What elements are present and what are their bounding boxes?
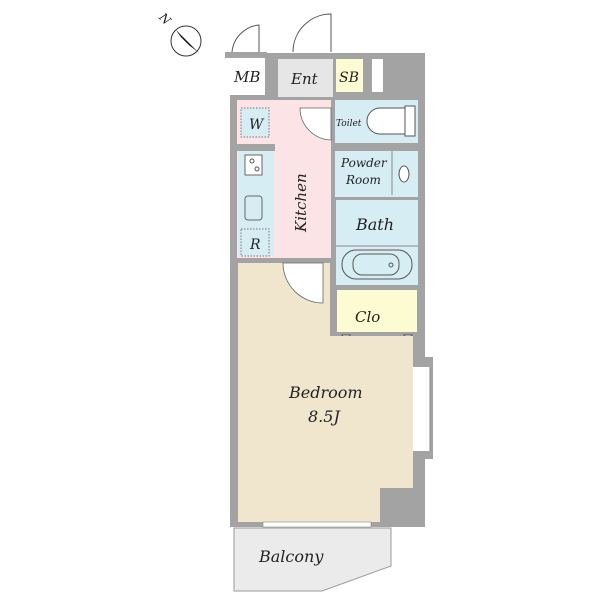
balcony-label: Balcony [258,547,324,566]
north-label: N [156,10,174,28]
stove-icon [244,154,263,176]
bath-label: Bath [355,215,394,234]
shoe-box [336,59,363,92]
balcony [233,527,392,592]
kitchen-label: Kitchen [292,173,310,233]
w-label: W [249,117,265,133]
sink-icon [244,195,263,221]
balcony-window [262,521,372,528]
bedroom-size: 8.5J [308,407,341,426]
door-icon [282,262,324,304]
bedroom [238,263,413,522]
bathtub-icon [341,249,413,280]
washbasin-icon [398,165,410,183]
r-label: R [249,237,261,253]
toilet-icon [366,107,407,135]
pipe-space [372,59,383,92]
meter-box [226,58,263,94]
powder-label: Powder [340,156,388,170]
north-arrow-icon: N [156,10,202,57]
sb-label: SB [339,70,359,86]
entrance [278,59,333,97]
door-icon [231,13,332,53]
fridge-space [240,228,270,257]
closet [337,290,417,332]
toilet-label: Toilet [336,119,362,129]
bedroom-label: Bedroom [288,383,363,402]
room-label: Room [345,173,381,187]
door-icon [299,107,332,141]
ent-label: Ent [290,70,319,88]
bay-window [413,367,430,451]
washer-space [240,107,270,138]
mb-label: MB [233,68,260,86]
clo-label: Clo [355,308,380,326]
